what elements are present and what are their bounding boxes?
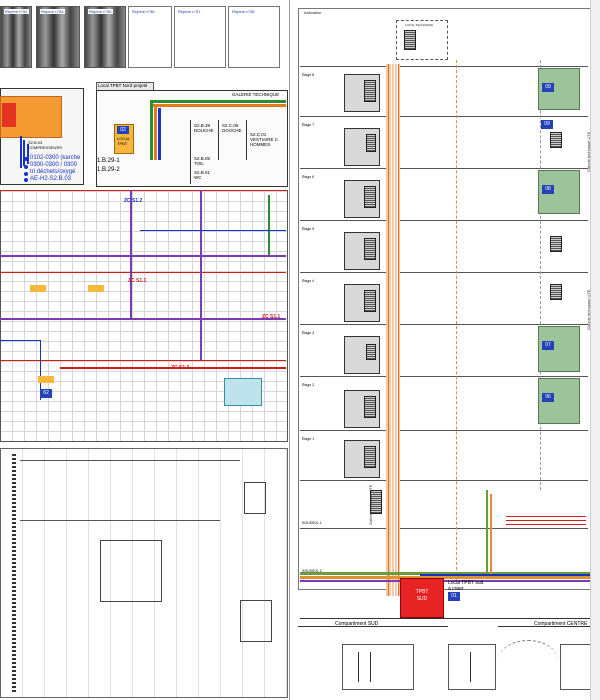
galerie-box: 09 (538, 68, 580, 110)
photo-thumbnail[interactable]: Repère n°54 (36, 6, 80, 68)
room-label: S2.B.39 DOUCHE (194, 123, 214, 133)
badge-02: 02 (117, 126, 129, 134)
photo-placeholder: Repère n°57 (174, 6, 226, 68)
galerie-label: GALERIE TECHNIQUE (232, 92, 280, 97)
local-tpbt-sud-label: Local TPBT sud à créer (448, 580, 484, 592)
galerie-box: 07 (538, 326, 580, 372)
photo-caption: Repère n°54 (40, 9, 65, 14)
galerie-box: 08 (538, 170, 580, 214)
room-label: S2.B.03 COMPRESSEURS (28, 140, 63, 150)
room-label: S2.C.01 VESTIAIRE C HOMMES (250, 132, 279, 147)
compartment-label: Compartiment CENTRE (534, 621, 588, 627)
zone-label: ZC S1.1 (128, 278, 147, 284)
room-label: S2.C.06 DOUCHE (222, 123, 242, 133)
ref-label: AE-H2-S2.B.03 (30, 176, 72, 182)
sheet-divider (289, 0, 290, 700)
floor-row: Étage 5 (300, 220, 588, 273)
tpbt-sud-box: TPBT SUD (400, 578, 444, 618)
ref-label: 1.B.29-2 (97, 167, 120, 173)
photo-thumbnail[interactable]: Repère n°52 (0, 6, 32, 68)
floor-row: Étage 4 (300, 272, 588, 325)
local-technique-label: LOCAL TECHNIQUE (405, 23, 434, 27)
riser-bundle (386, 64, 400, 596)
floor-row: Étage 6 (300, 168, 588, 221)
vertical-scrollbar[interactable] (590, 0, 600, 700)
floor-row: Étage 8 (300, 66, 588, 117)
zone-label: ZC S1.2 (124, 198, 143, 204)
photo-caption: Repère n°58 (232, 9, 255, 14)
photo-thumbnail[interactable]: Repère n°55 (84, 6, 126, 68)
floor-row: Étage 7 (300, 116, 588, 169)
compressor-unit (2, 103, 16, 127)
room-label: S2.B.01 WC (194, 170, 211, 180)
photo-caption: Repère n°55 (88, 9, 113, 14)
ref-label: 0102-0300 (karche (30, 155, 81, 161)
badge-62: 62 (40, 389, 52, 398)
detail-title: Local TPBT Nord projeté (98, 83, 148, 88)
floor-row: Étage 3 (300, 324, 588, 377)
galerie-vertical-label: Galerie technique UTE (368, 484, 373, 525)
photo-caption: Repère n°52 (4, 9, 29, 14)
photo-caption: Repère n°57 (178, 9, 201, 14)
ref-label: tri déchets/oxygé (30, 169, 76, 175)
compartment-label: Compartiment SUD (335, 621, 379, 627)
badge: 06 (542, 393, 554, 402)
photo-placeholder: Repère n°56 (128, 6, 172, 68)
zone-label: ZC S1.1 (262, 314, 281, 320)
floor-row: SOUSSOL 1 (300, 480, 588, 529)
badge: 08 (542, 185, 554, 194)
room-label: LOCAL TPBT (117, 136, 131, 146)
photo-caption: Repère n°56 (132, 9, 155, 14)
room-label: S2.B.06 TOIL (194, 156, 211, 166)
floor-row: SOUSSOL 2 (300, 528, 588, 575)
galerie-box: 06 (538, 378, 580, 424)
zone-label: ZC S1.3 (171, 365, 190, 371)
floor-row: Étage 2 (300, 376, 588, 431)
photo-placeholder: Repère n°58 (228, 6, 280, 68)
floor-row: Étage 1 (300, 430, 588, 481)
badge: 09 (542, 83, 554, 92)
local-technique-box: LOCAL TECHNIQUE (396, 20, 448, 60)
badge-01: 01 (448, 592, 460, 601)
ref-label: 1.B.29-1 (97, 158, 120, 164)
ref-label: 0300-0300 / 0300 (30, 162, 78, 168)
badge: 09 (541, 120, 553, 129)
badge: 07 (542, 341, 554, 350)
